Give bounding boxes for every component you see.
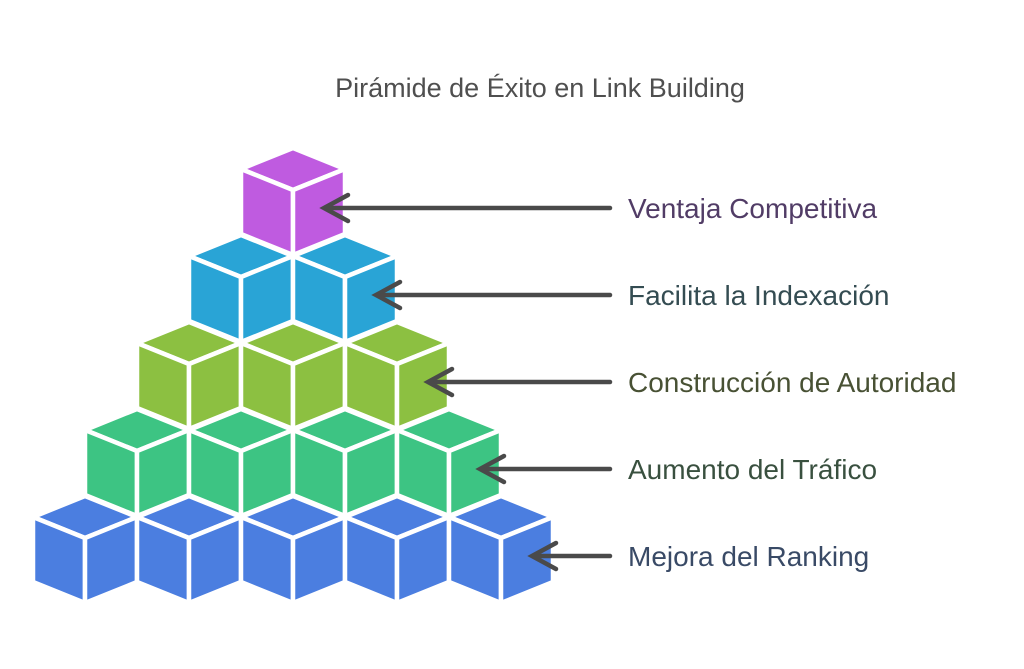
cube-level3-1 bbox=[134, 319, 244, 432]
diagram-title: Pirámide de Éxito en Link Building bbox=[335, 73, 745, 103]
arrow-head-icon bbox=[527, 540, 559, 572]
cube-level4-1 bbox=[82, 406, 192, 519]
cube-level5-5 bbox=[446, 493, 556, 606]
cube-level5-1 bbox=[30, 493, 140, 606]
cube-level5-2 bbox=[134, 493, 244, 606]
arrow-head-icon bbox=[371, 279, 403, 311]
level-label-5: Mejora del Ranking bbox=[628, 541, 869, 572]
pyramid-level-1 bbox=[238, 145, 348, 258]
pyramid-level-2 bbox=[186, 232, 400, 345]
arrow-head-icon bbox=[423, 366, 455, 398]
level-label-1: Ventaja Competitiva bbox=[628, 193, 877, 224]
cube-level3-2 bbox=[238, 319, 348, 432]
cube-level1-1 bbox=[238, 145, 348, 258]
cube-level4-2 bbox=[186, 406, 296, 519]
level-label-4: Aumento del Tráfico bbox=[628, 454, 877, 485]
arrow-head-icon bbox=[319, 192, 351, 224]
arrow-level-5 bbox=[527, 540, 613, 572]
pyramid-level-3 bbox=[134, 319, 452, 432]
pyramid-level-5 bbox=[30, 493, 556, 606]
arrow-level-3 bbox=[423, 366, 613, 398]
pyramid-cubes bbox=[30, 145, 556, 606]
cube-level2-2 bbox=[290, 232, 400, 345]
level-label-2: Facilita la Indexación bbox=[628, 280, 889, 311]
arrow-level-4 bbox=[475, 453, 613, 485]
level-label-3: Construcción de Autoridad bbox=[628, 367, 956, 398]
cube-level5-3 bbox=[238, 493, 348, 606]
cube-face-right bbox=[498, 514, 556, 606]
cube-level5-4 bbox=[342, 493, 452, 606]
arrow-head-icon bbox=[475, 453, 507, 485]
cube-level2-1 bbox=[186, 232, 296, 345]
arrow-level-1 bbox=[319, 192, 613, 224]
cube-level4-4 bbox=[394, 406, 504, 519]
arrow-level-2 bbox=[371, 279, 613, 311]
